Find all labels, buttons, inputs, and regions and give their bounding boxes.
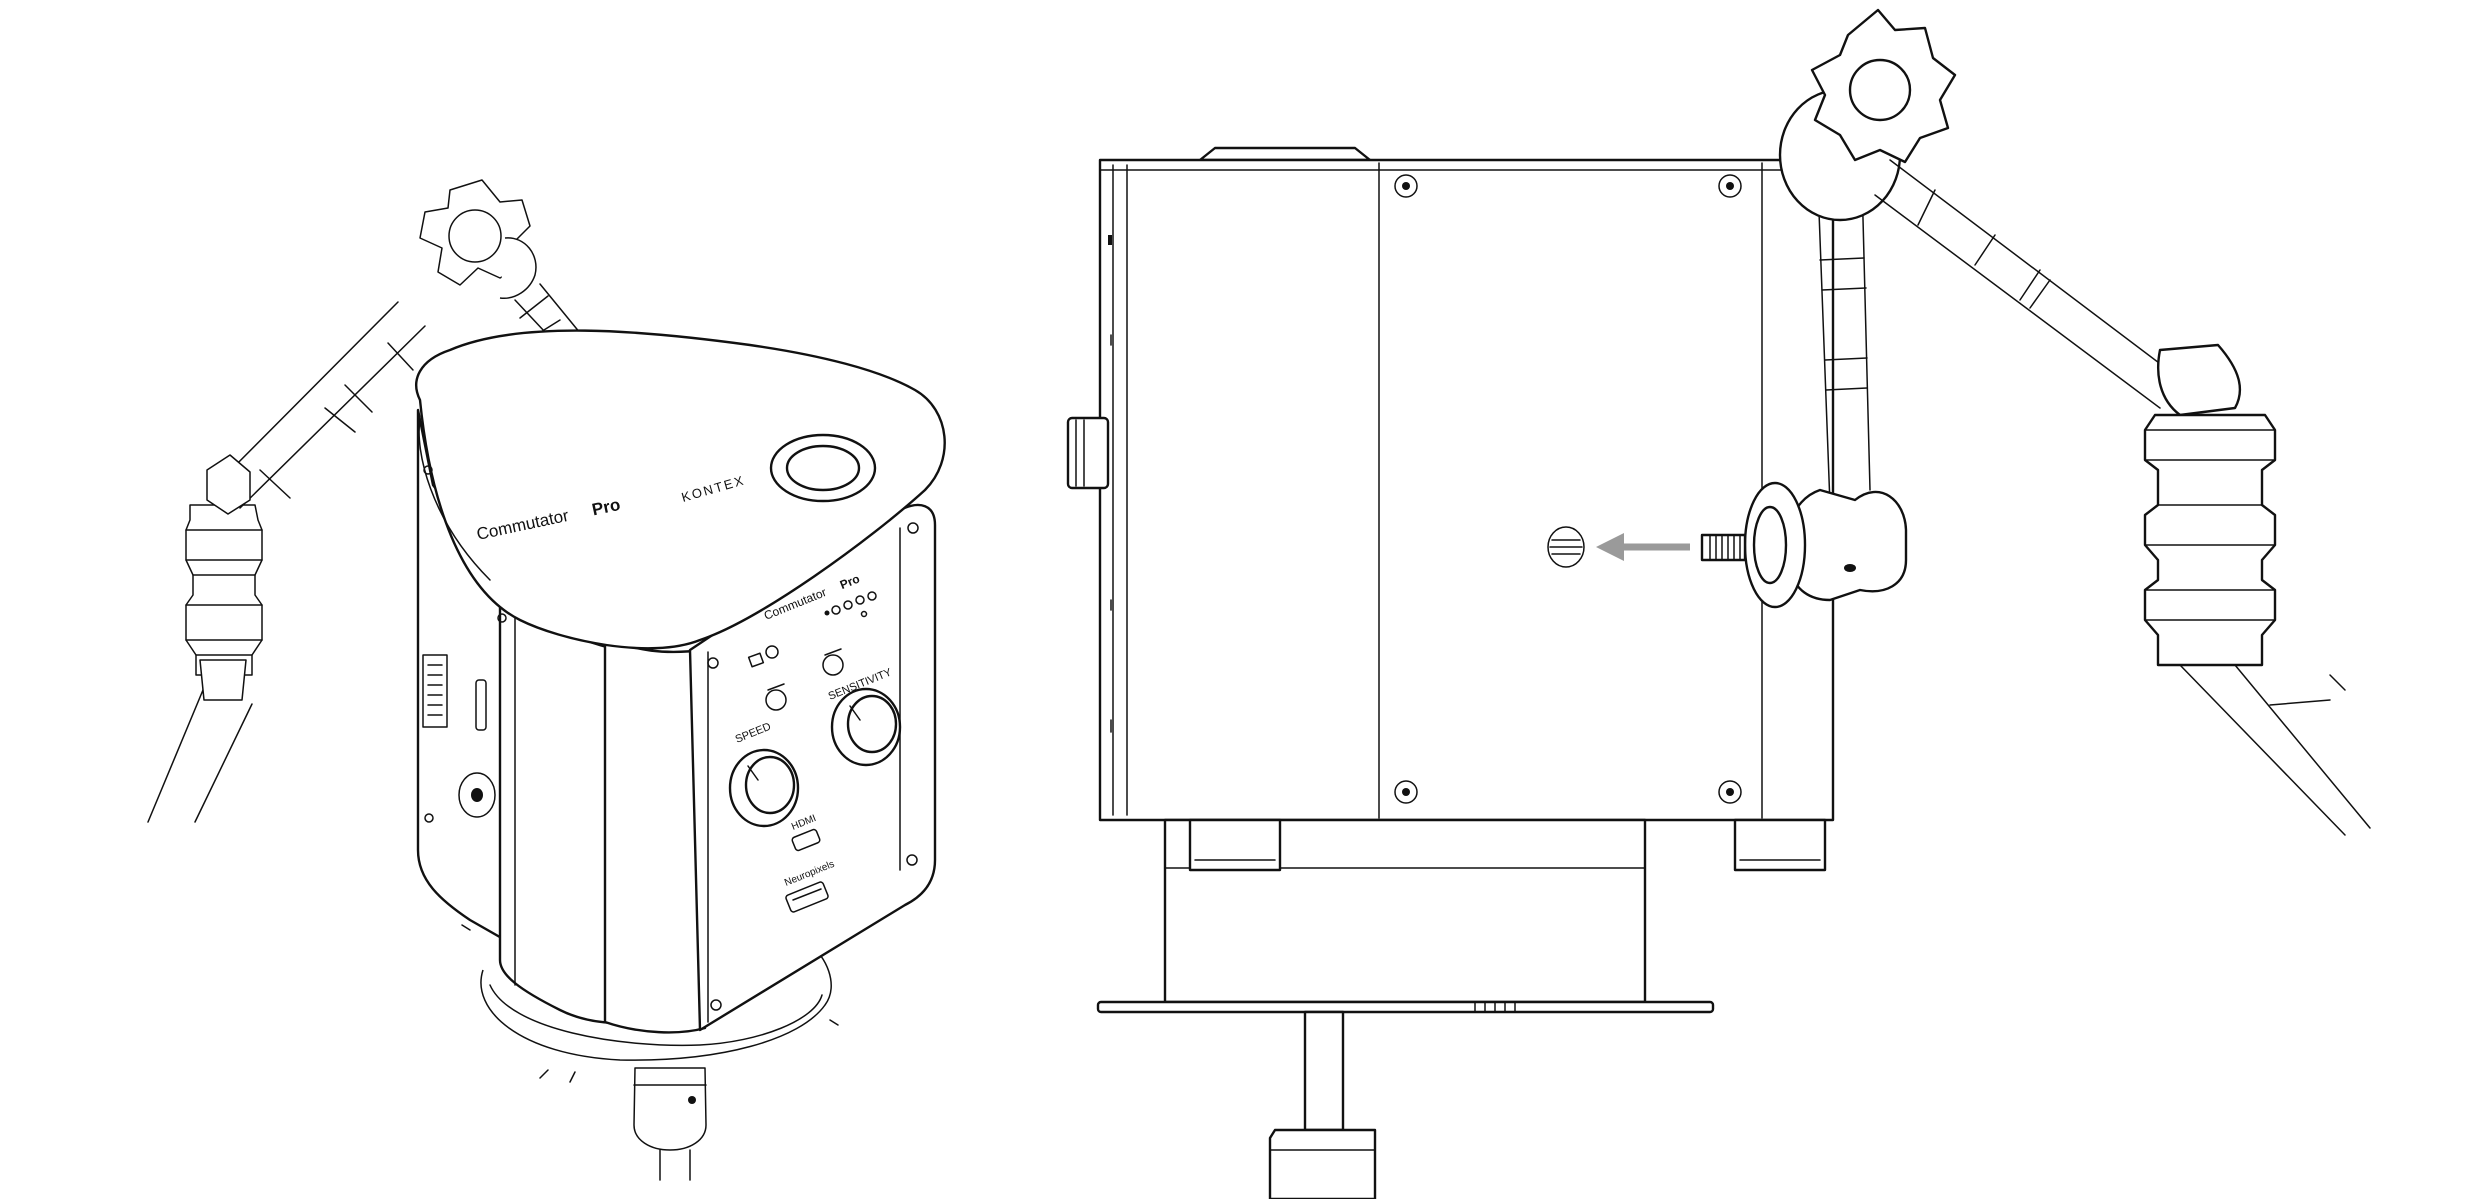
neuropixels-port: [785, 881, 829, 913]
indicator-icon: [765, 645, 779, 659]
left-magic-arm: [147, 179, 613, 823]
side-knob: [1066, 416, 1110, 490]
mount-screw-thread: [1700, 533, 1747, 562]
rotor-plate: [1096, 1000, 1715, 1014]
display-icon: [747, 652, 765, 668]
mount-direction-arrow: [1596, 533, 1690, 561]
right-magic-arm: [1700, 8, 2371, 836]
side-screws: [1394, 174, 1742, 804]
left-isometric-view: Commutator Pro KONTEX Commutator: [147, 179, 946, 1181]
side-housing: [1098, 158, 1835, 822]
left-foot: [1188, 818, 1282, 872]
right-side-view: [1066, 8, 2371, 1201]
rotor-shaft: [1303, 1010, 1345, 1132]
right-foot: [1733, 818, 1827, 872]
direction-button-right: [822, 654, 844, 676]
hdmi-port: [791, 828, 821, 852]
base-housing: [1163, 818, 1647, 1004]
left-side-connector: [422, 654, 448, 728]
left-side-port: [475, 679, 487, 731]
direction-button-left: [765, 689, 787, 711]
panel-brand-pro: Pro: [838, 572, 862, 592]
commutator-housing: Commutator Pro KONTEX: [415, 329, 946, 1034]
threaded-mount-hole: [1547, 526, 1585, 568]
status-leds: [824, 591, 877, 618]
